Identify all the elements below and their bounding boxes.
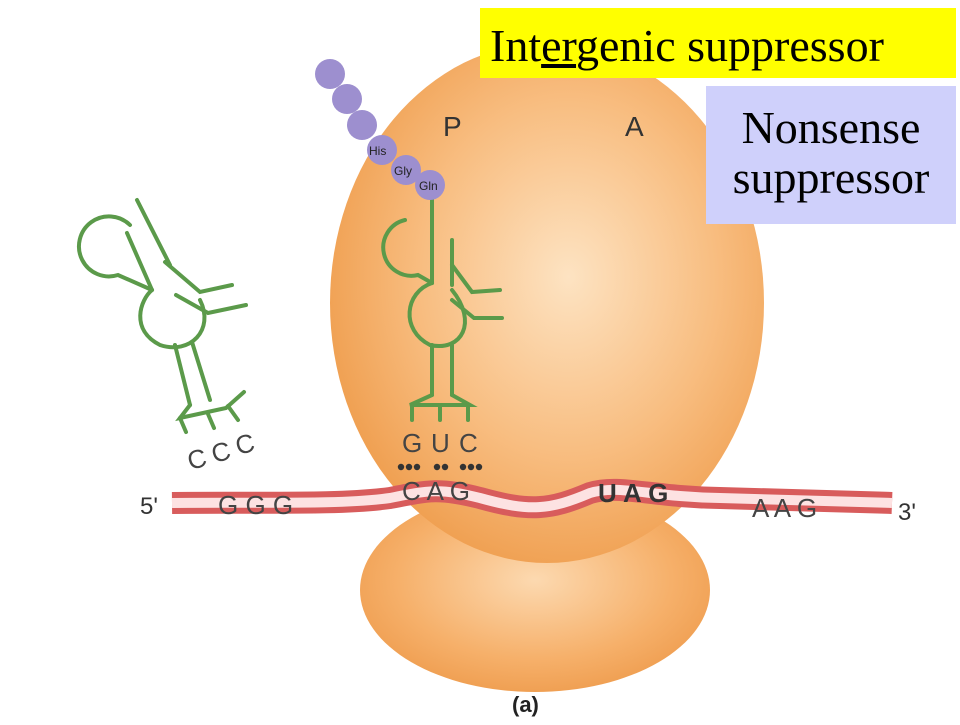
bound-trna-anticodon-3: C [459, 428, 478, 458]
bound-trna-anticodon-1: G [402, 428, 422, 458]
codon-cag: C A G [402, 476, 470, 506]
mrna-3prime-label: 3' [898, 499, 916, 526]
bound-trna-anticodon-2: U [431, 428, 450, 458]
nonsense-line2: suppressor [732, 152, 930, 203]
intergenic-suppressor-label: Intergenic suppressor [480, 8, 956, 78]
panel-label: (a) [512, 692, 539, 717]
intergenic-prefix: Int [490, 20, 542, 71]
codon-aag: A A G [752, 493, 817, 523]
intergenic-underlined: er [541, 20, 577, 71]
ribosome-large-subunit [330, 43, 764, 563]
bound-trna [381, 196, 504, 422]
nonsense-line1: Nonsense [741, 102, 921, 153]
codon-uag: U A G [598, 478, 668, 508]
free-trna-anticodon-3: C [232, 427, 257, 461]
nonsense-suppressor-label: Nonsense suppressor [706, 86, 956, 224]
peptide-label-his: His [369, 144, 386, 158]
peptide-label-gly: Gly [394, 164, 412, 178]
peptide-chain [315, 59, 445, 200]
mrna-5prime-label: 5' [140, 493, 158, 520]
codon-ggg: G G G [218, 490, 293, 520]
mrna-strand-highlight [171, 484, 893, 513]
base-pair-dots [397, 463, 483, 471]
a-site-label: A [625, 111, 644, 142]
intergenic-suffix: genic suppressor [576, 20, 884, 71]
peptide-label-gln: Gln [419, 179, 438, 193]
free-trna-anticodon-1: C [184, 442, 209, 476]
free-trna [77, 198, 248, 434]
p-site-label: P [443, 111, 462, 142]
free-trna-anticodon-2: C [208, 435, 233, 469]
